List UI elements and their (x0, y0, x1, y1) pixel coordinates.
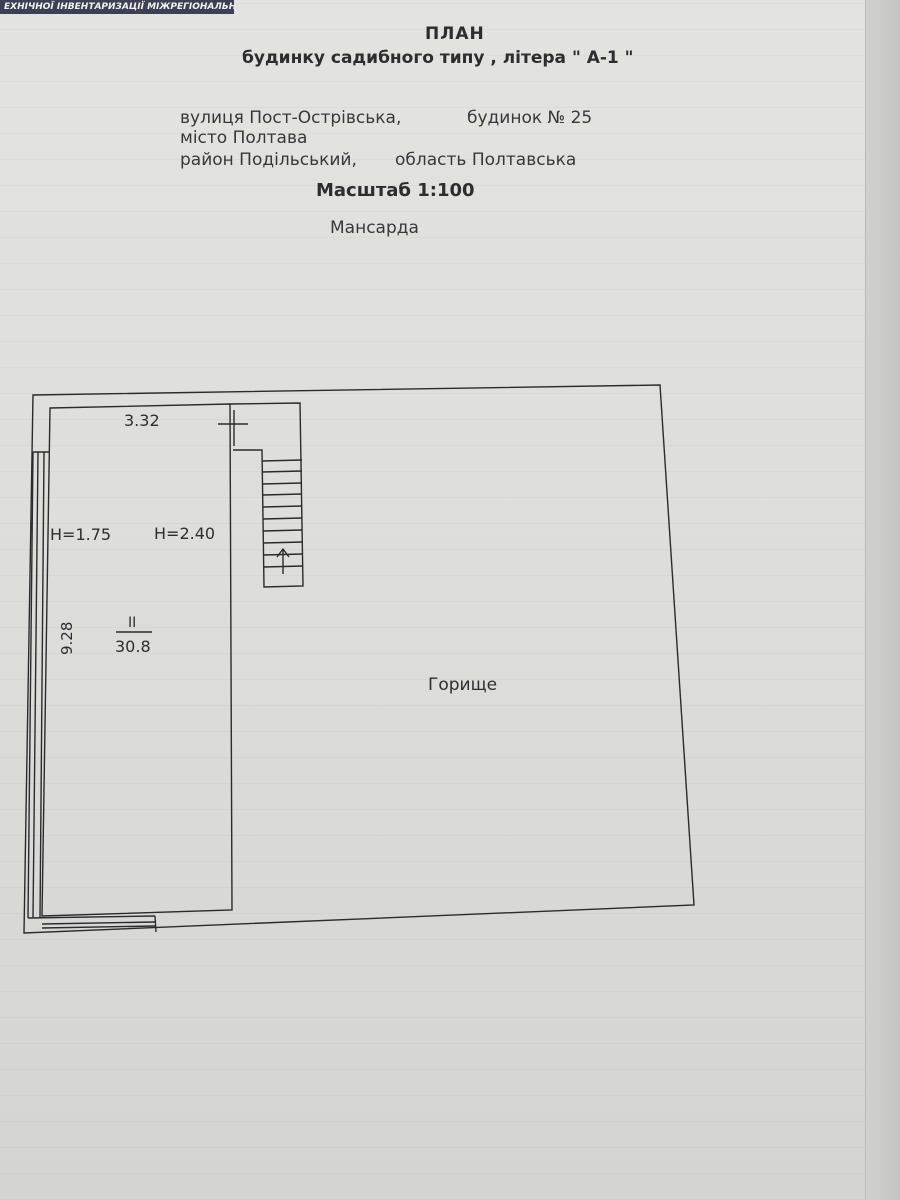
stair-direction-arrow-icon (276, 547, 290, 558)
stair-tread (262, 517, 303, 520)
address-street: вулиця Пост-Острівська, (180, 108, 402, 128)
stair-tread (262, 493, 303, 496)
wall-line (41, 925, 156, 929)
scale-label: Масштаб 1:100 (316, 180, 475, 201)
stair-enclosure (229, 402, 304, 588)
page-edge (865, 0, 900, 1200)
height-low-label: H=1.75 (50, 525, 111, 544)
wall-line (27, 915, 156, 919)
stair-tread (261, 482, 303, 485)
address-region: область Полтавська (395, 150, 577, 170)
stair-tread (262, 505, 303, 508)
room-width-dimension: 3.32 (124, 411, 160, 430)
wall-line (39, 451, 45, 919)
wall-line (27, 451, 34, 919)
stair-tread (262, 541, 304, 544)
wall-line (32, 451, 39, 919)
room-length-dimension: 9.28 (58, 622, 76, 655)
address-district: район Подільський, (180, 150, 357, 170)
floor-label: Мансарда (330, 218, 419, 238)
room-mansard-outline (41, 403, 233, 917)
attic-label: Горище (428, 675, 497, 695)
plan-subtitle: будинку садибного типу , літера " А-1 " (242, 48, 634, 68)
building-outline (23, 384, 695, 934)
room-area: 30.8 (115, 637, 151, 656)
wall-line (154, 915, 157, 933)
room-number: II (128, 615, 136, 631)
stair-tread (262, 529, 303, 532)
stair-tread (261, 459, 303, 462)
plan-title: ПЛАН (425, 24, 485, 44)
address-city: місто Полтава (180, 128, 308, 148)
address-house: будинок № 25 (467, 108, 593, 128)
height-high-label: H=2.40 (154, 524, 215, 543)
organization-stamp-strip: ЕХНІЧНОЇ ІНВЕНТАРИЗАЦІЇ МІЖРЕГІОНАЛЬНЕ (0, 0, 234, 14)
wall-line (41, 921, 156, 925)
stair-tread (261, 470, 303, 473)
